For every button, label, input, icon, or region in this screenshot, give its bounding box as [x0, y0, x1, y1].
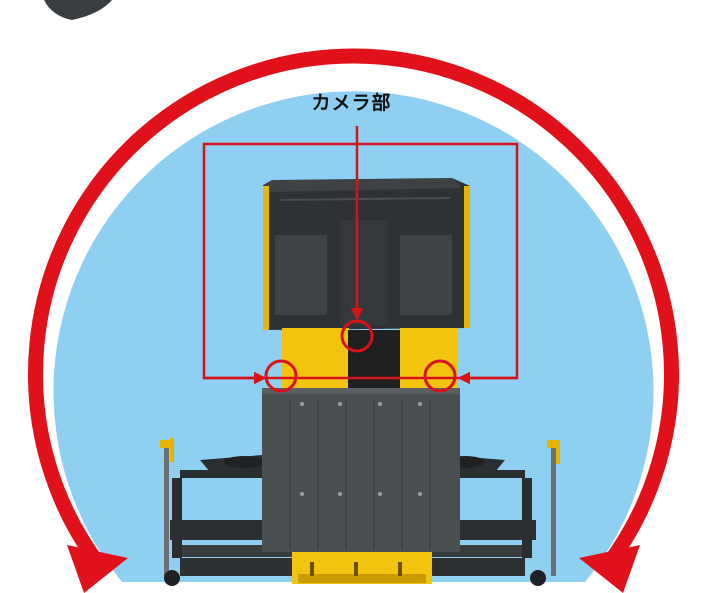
camera-marker-icon: [264, 359, 298, 393]
rotation-arrow-right-icon: [579, 545, 640, 593]
rotation-arrow-ring: [28, 48, 679, 571]
camera-marker-icon: [423, 359, 457, 393]
camera-callout-bracket: [202, 142, 519, 380]
machine-illustration: [160, 178, 560, 586]
rotation-arrow-left-icon: [67, 545, 128, 593]
ground-strip: [0, 582, 703, 593]
corner-decoration: [44, 0, 112, 20]
camera-marker-icon: [340, 319, 374, 353]
camera-section-label: カメラ部: [311, 92, 392, 114]
